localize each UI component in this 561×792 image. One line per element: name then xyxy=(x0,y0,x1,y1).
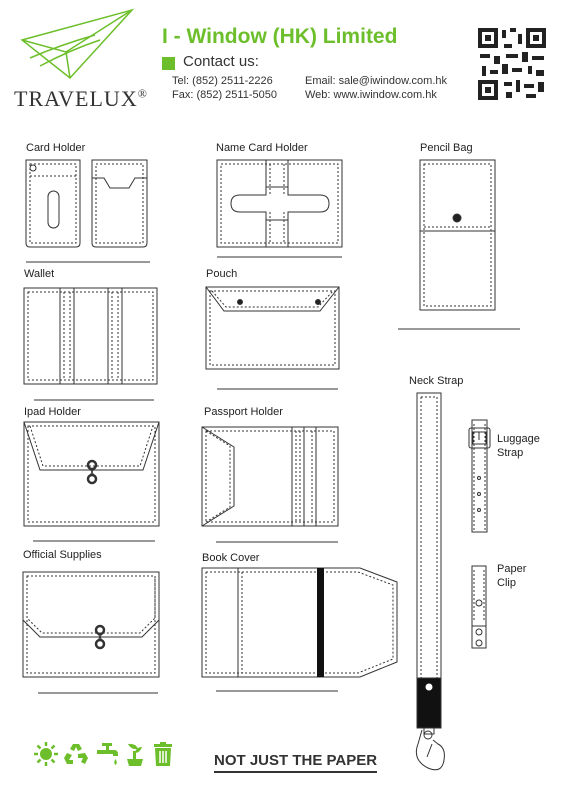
sun-icon xyxy=(34,742,58,766)
neck-strap-drawing xyxy=(415,392,445,771)
water-tap-icon xyxy=(97,743,118,765)
label-name-card-holder: Name Card Holder xyxy=(216,142,308,154)
label-neck-strap: Neck Strap xyxy=(409,375,464,387)
contact-bullet-icon xyxy=(162,57,175,70)
label-paper-clip-line1: Paper xyxy=(497,563,527,575)
book-cover-drawing xyxy=(201,567,398,678)
label-luggage-strap-line1: Luggage xyxy=(497,433,540,445)
label-pencil-bag: Pencil Bag xyxy=(420,142,473,154)
label-official-supplies: Official Supplies xyxy=(23,549,102,561)
label-ipad-holder: Ipad Holder xyxy=(24,406,81,418)
official-supplies-drawing xyxy=(22,571,160,678)
label-luggage-strap: Luggage Strap xyxy=(497,432,540,460)
label-paper-clip: Paper Clip xyxy=(497,562,526,590)
slogan: NOT JUST THE PAPER xyxy=(214,752,378,773)
company-name: I - Window (HK) Limited xyxy=(162,25,398,48)
online-info: Email: sale@iwindow.com.hk Web: www.iwin… xyxy=(305,74,447,102)
brand-name: TRAVELUX xyxy=(14,86,138,111)
brand-logo-text: TRAVELUX® xyxy=(14,86,148,112)
label-wallet: Wallet xyxy=(24,268,55,280)
recycle-icon xyxy=(64,744,88,764)
plant-icon xyxy=(127,743,143,766)
label-luggage-strap-line2: Strap xyxy=(497,447,524,459)
luggage-strap-drawing xyxy=(468,419,491,533)
ipad-holder-drawing xyxy=(23,421,160,527)
label-passport-holder: Passport Holder xyxy=(204,406,283,418)
section-underlines xyxy=(26,256,520,694)
tel-text: Tel: (852) 2511-2226 xyxy=(172,75,273,87)
label-pouch: Pouch xyxy=(206,268,238,280)
label-book-cover: Book Cover xyxy=(202,552,260,564)
card-holder-drawing xyxy=(25,159,148,248)
registered-mark: ® xyxy=(137,86,148,101)
paper-clip-drawing xyxy=(471,565,487,649)
web-text[interactable]: Web: www.iwindow.com.hk xyxy=(305,89,437,101)
wallet-drawing xyxy=(23,287,158,385)
passport-holder-drawing xyxy=(201,426,339,527)
contact-heading: Contact us: xyxy=(183,53,259,70)
label-paper-clip-line2: Clip xyxy=(497,577,516,589)
label-card-holder: Card Holder xyxy=(26,142,86,154)
qr-code-icon xyxy=(478,28,546,100)
pouch-drawing xyxy=(205,286,340,370)
email-text[interactable]: Email: sale@iwindow.com.hk xyxy=(305,75,447,87)
name-card-holder-drawing xyxy=(216,159,343,248)
fax-text: Fax: (852) 2511-5050 xyxy=(172,89,277,101)
paper-plane-logo-icon xyxy=(20,8,135,80)
trash-bin-icon xyxy=(154,742,172,766)
pencil-bag-drawing xyxy=(419,159,496,311)
phone-info: Tel: (852) 2511-2226 Fax: (852) 2511-505… xyxy=(172,74,277,102)
